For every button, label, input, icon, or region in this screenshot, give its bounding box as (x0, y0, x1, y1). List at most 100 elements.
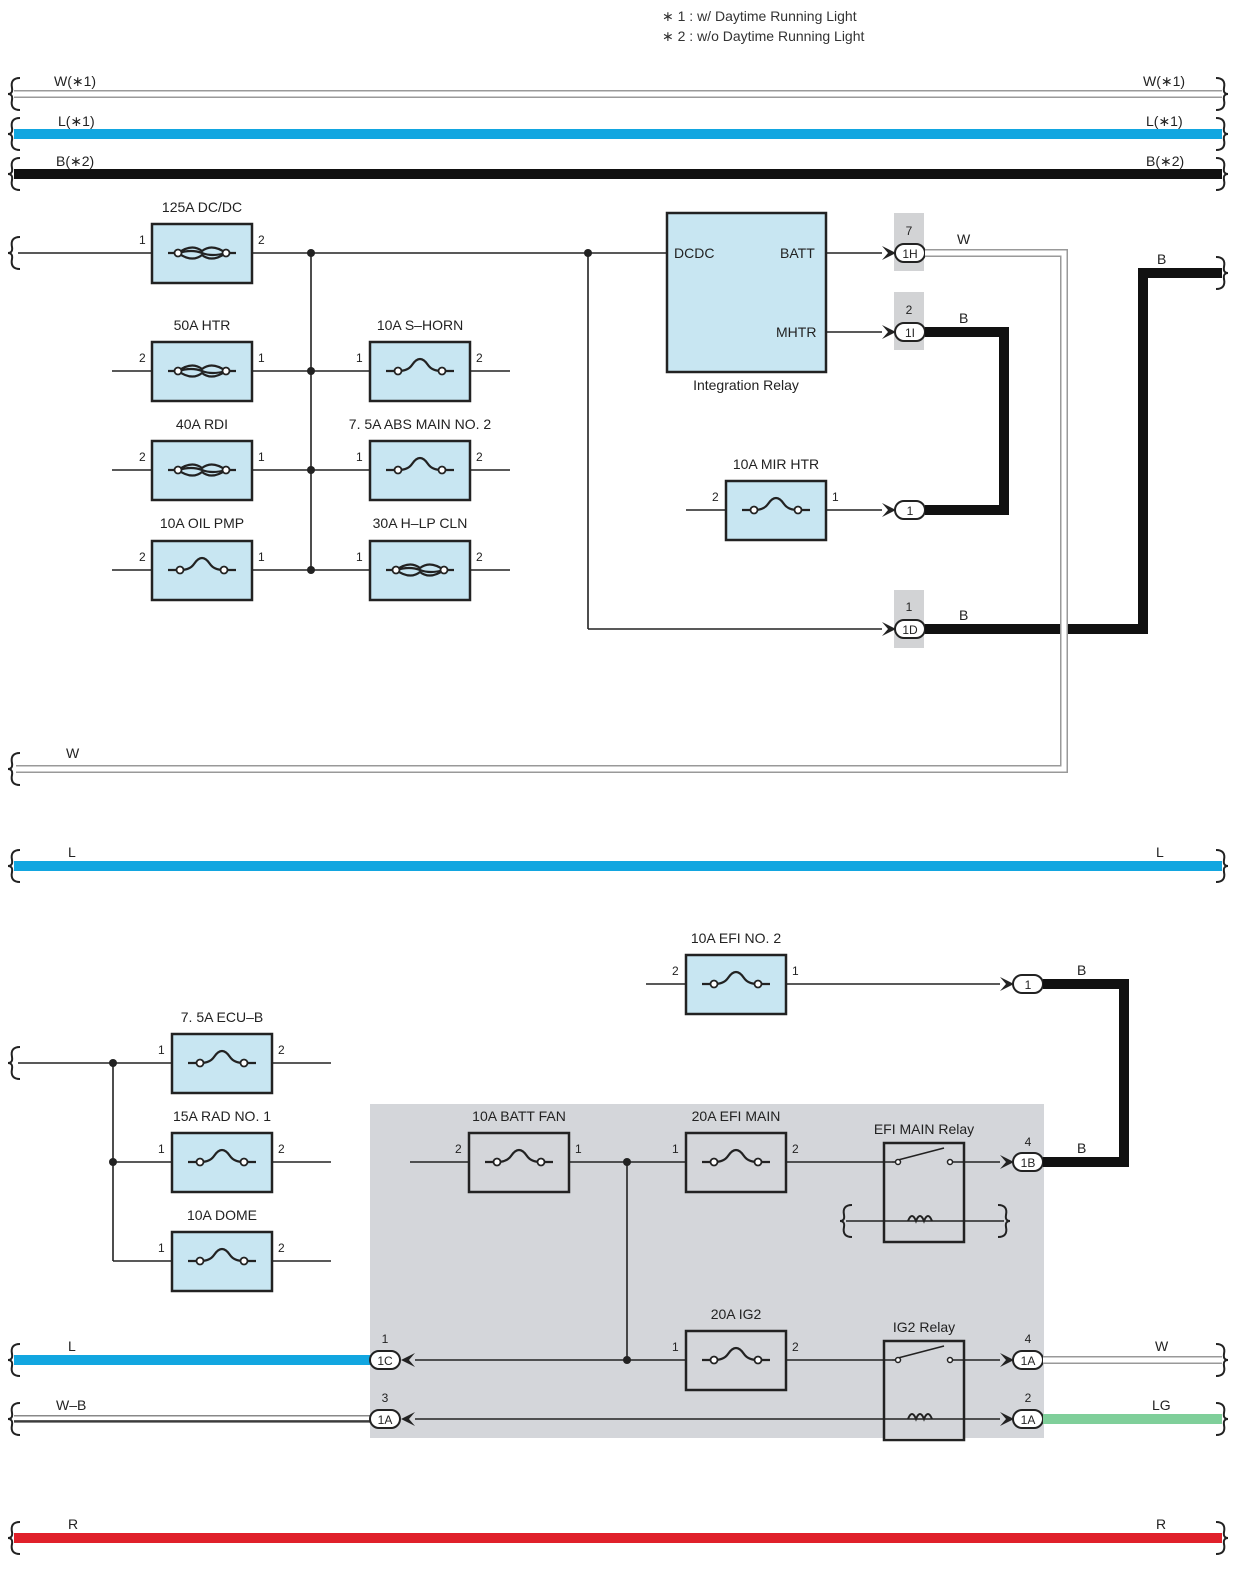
fuse-efi-main: 20A EFI MAIN 1 2 (672, 1108, 799, 1194)
wire-w-loop: W W (7, 231, 1068, 786)
fuse-label: 10A MIR HTR (733, 456, 819, 472)
wire-label: B (959, 607, 968, 623)
pin-number: 1 (382, 1332, 389, 1346)
relay-name: Integration Relay (693, 377, 799, 393)
wire-label: R (68, 1516, 78, 1532)
wire-label: B (959, 310, 968, 326)
fuse-label: 15A RAD NO. 1 (173, 1108, 271, 1124)
connector-id: 1I (905, 326, 915, 340)
fuse-label: 10A DOME (187, 1207, 257, 1223)
connector-id: 1 (1025, 978, 1032, 992)
pin-number: 2 (476, 450, 483, 464)
fuse-rdi: 40A RDI 2 1 (112, 416, 370, 502)
pin-number: 1 (158, 1241, 165, 1255)
bus-w-star1: W(∗1) W(∗1) (7, 73, 1229, 111)
pin-number: 1 (258, 550, 265, 564)
connector-id: 1H (902, 247, 917, 261)
wire-l-bottom: L (7, 1338, 372, 1377)
pin-number: 2 (278, 1241, 285, 1255)
connector-id: 1A (378, 1413, 393, 1427)
connector-id: 1C (377, 1354, 393, 1368)
fuse-label: 20A EFI MAIN (692, 1108, 781, 1124)
fuse-mir-htr: 10A MIR HTR 2 1 (686, 456, 882, 542)
fuse-oil-pmp: 10A OIL PMP 2 1 (112, 515, 370, 602)
connector-1b: 4 1B (1000, 1135, 1044, 1172)
wire-label: W–B (56, 1397, 86, 1413)
wire-label: L (68, 844, 76, 860)
pin-number: 1 (575, 1142, 582, 1156)
connector-id: 1A (1021, 1354, 1036, 1368)
fuse-ig2: 20A IG2 1 2 (672, 1306, 799, 1392)
pin-number: 2 (278, 1142, 285, 1156)
connector-id: 1A (1021, 1413, 1036, 1427)
bus-r: R R (7, 1516, 1229, 1555)
wire-b-efi (1043, 979, 1129, 1167)
pin-number: 1 (158, 1043, 165, 1057)
wire-label: LG (1152, 1397, 1171, 1413)
fuse-rad-no1: 15A RAD NO. 1 1 2 (113, 1108, 331, 1194)
fuse-htr: 50A HTR 2 1 (112, 317, 370, 403)
wire-label: L(∗1) (58, 113, 95, 129)
fuse-label: 10A OIL PMP (160, 515, 244, 531)
wire-lg-right: LG (1043, 1397, 1229, 1436)
fuse-batt-fan: 10A BATT FAN 2 1 (455, 1108, 582, 1194)
pin-number: 1 (672, 1340, 679, 1354)
wire-label: W (957, 231, 971, 247)
pin-number: 1 (906, 600, 913, 614)
fuse-ecu-b: 7. 5A ECU–B 1 2 (158, 1009, 331, 1095)
pin-number: 2 (139, 450, 146, 464)
fuse-label: 40A RDI (176, 416, 228, 432)
pin-number: 1 (356, 550, 363, 564)
pin-number: 1 (258, 450, 265, 464)
pin-number: 2 (906, 303, 913, 317)
fuse-label: 30A H–LP CLN (373, 515, 468, 531)
pin-number: 2 (792, 1142, 799, 1156)
wire-label: W (66, 745, 80, 761)
pin-number: 2 (672, 964, 679, 978)
connector-1h: 7 1H (882, 213, 926, 271)
pin-number: 1 (356, 450, 363, 464)
connector-1-efi: 1 (1000, 974, 1044, 994)
note-2: ∗ 2 : w/o Daytime Running Light (662, 28, 864, 44)
pin-number: 4 (1025, 1135, 1032, 1149)
fuse-label: 10A S–HORN (377, 317, 463, 333)
wire-label: B(∗2) (1146, 153, 1184, 169)
fuse-dcdc: 125A DC/DC 1 2 (139, 199, 265, 285)
fuse-label: 7. 5A ABS MAIN NO. 2 (349, 416, 492, 432)
pin-number: 2 (258, 233, 265, 247)
wire-label: B(∗2) (56, 153, 94, 169)
bus-b-star2: B(∗2) B(∗2) (7, 153, 1229, 191)
fuse-efi-no2: 10A EFI NO. 2 2 1 (646, 930, 1000, 1016)
fuse-label: 50A HTR (174, 317, 231, 333)
wire-label: B (1077, 1140, 1086, 1156)
fuse-dome: 10A DOME 1 2 (113, 1207, 331, 1293)
pin-number: 2 (278, 1043, 285, 1057)
connector-id: 1D (902, 623, 918, 637)
pin-number: 2 (792, 1340, 799, 1354)
wire-w-b: W–B (7, 1397, 372, 1436)
fuse-h-lp-cln: 30A H–LP CLN 1 2 (356, 515, 510, 602)
connector-1d: 1 1D (882, 590, 926, 648)
connector-1i: 2 1I (882, 292, 926, 350)
pin-number: 7 (906, 224, 913, 238)
wire-label: L (1156, 844, 1164, 860)
wire-label: B (1157, 251, 1166, 267)
wire-label: W (1155, 1338, 1169, 1354)
integration-relay: DCDC BATT MHTR Integration Relay (665, 211, 828, 393)
pin-number: 2 (712, 490, 719, 504)
pin-number: 2 (476, 351, 483, 365)
fuse-label: 7. 5A ECU–B (181, 1009, 264, 1025)
efi-main-relay: EFI MAIN Relay (839, 1121, 1011, 1244)
relay-name: EFI MAIN Relay (874, 1121, 974, 1137)
pin-number: 2 (1025, 1391, 1032, 1405)
relay-terminal-batt: BATT (780, 245, 815, 261)
relay-name: IG2 Relay (893, 1319, 955, 1335)
fuse-label: 125A DC/DC (162, 199, 242, 215)
wire-label: R (1156, 1516, 1166, 1532)
fuse-label: 10A EFI NO. 2 (691, 930, 781, 946)
relay-terminal-mhtr: MHTR (776, 324, 816, 340)
pin-number: 1 (139, 233, 146, 247)
fuse-s-horn: 10A S–HORN 1 2 (356, 317, 510, 403)
pin-number: 1 (792, 964, 799, 978)
